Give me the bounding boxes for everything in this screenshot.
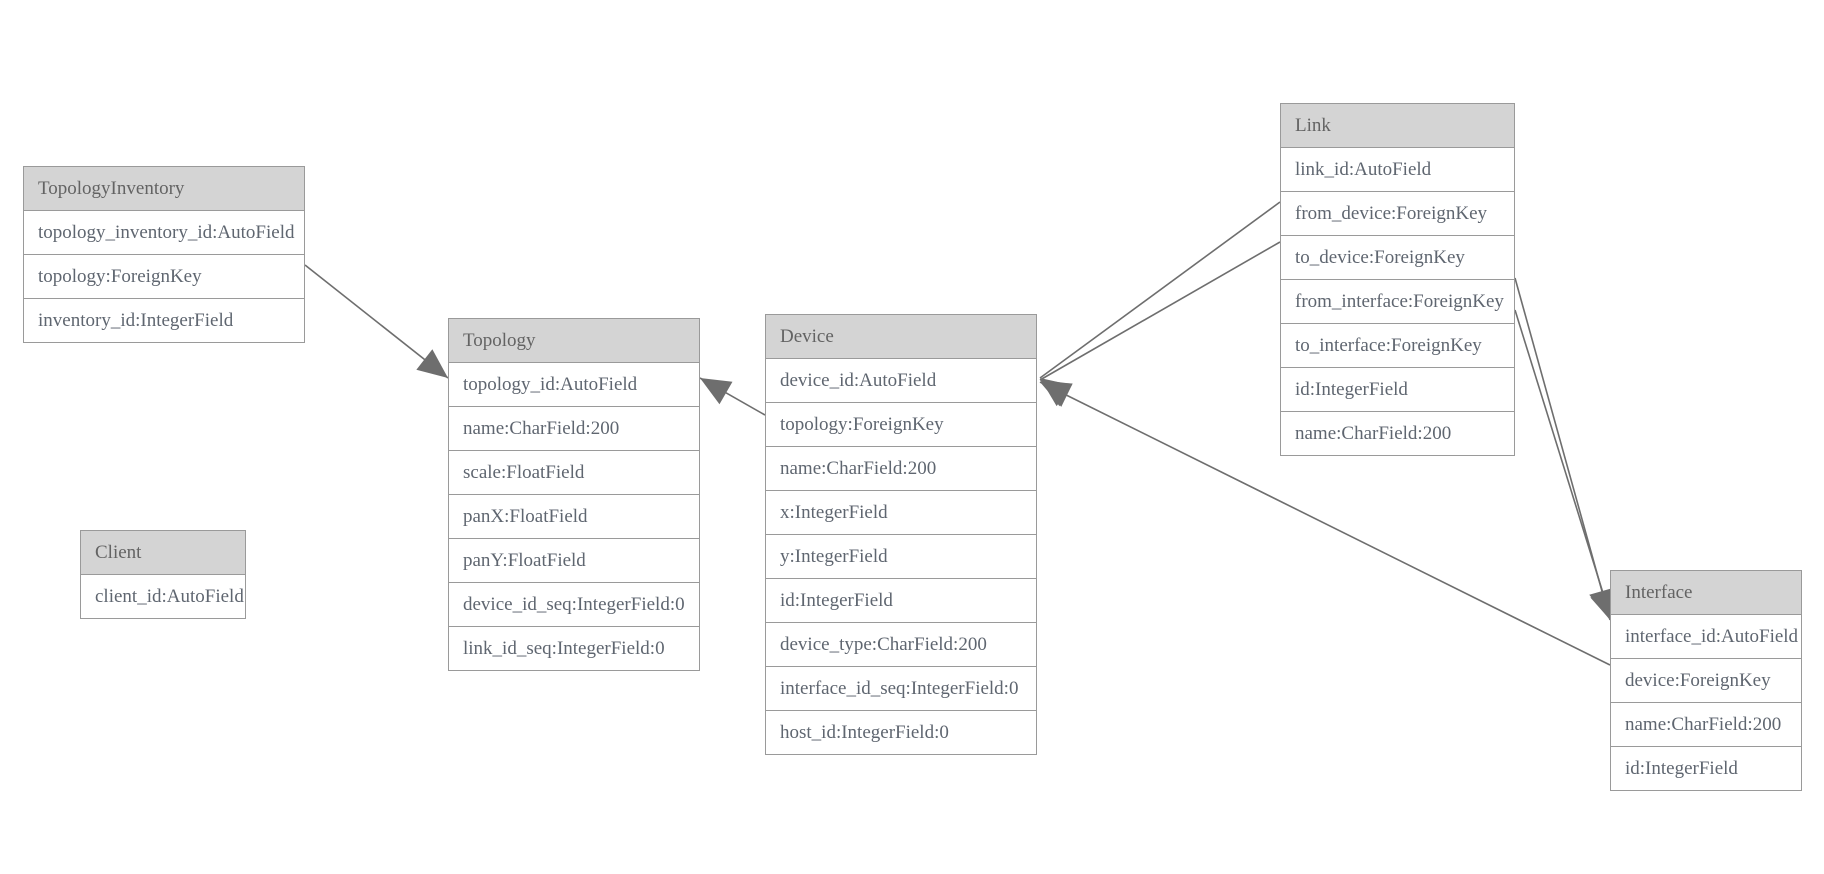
attribute-row: y:IntegerField bbox=[766, 535, 1036, 579]
attribute-row: from_device:ForeignKey bbox=[1281, 192, 1514, 236]
relationship-line-link-from-device bbox=[1039, 201, 1281, 379]
attribute-row: topology:ForeignKey bbox=[766, 403, 1036, 447]
relationship-line-device-topology bbox=[699, 377, 766, 416]
entity-title-interface: Interface bbox=[1611, 571, 1801, 615]
attribute-row: host_id:IntegerField:0 bbox=[766, 711, 1036, 754]
attribute-row: device_id_seq:IntegerField:0 bbox=[449, 583, 699, 627]
attribute-row: topology_id:AutoField bbox=[449, 363, 699, 407]
entity-title-client: Client bbox=[81, 531, 245, 575]
attribute-row: name:CharField:200 bbox=[766, 447, 1036, 491]
entity-title-link: Link bbox=[1281, 104, 1514, 148]
attribute-row: device_type:CharField:200 bbox=[766, 623, 1036, 667]
relationship-arrowhead-interface-device bbox=[1040, 382, 1073, 407]
attribute-row: client_id:AutoField bbox=[81, 575, 245, 618]
attribute-row: name:CharField:200 bbox=[449, 407, 699, 451]
relationship-line-topologyinventory-topology bbox=[304, 264, 449, 379]
attribute-row: to_interface:ForeignKey bbox=[1281, 324, 1514, 368]
attribute-row: id:IntegerField bbox=[766, 579, 1036, 623]
attribute-row: link_id_seq:IntegerField:0 bbox=[449, 627, 699, 670]
attribute-row: panX:FloatField bbox=[449, 495, 699, 539]
relationship-line-link-to-interface bbox=[1514, 309, 1613, 623]
attribute-row: interface_id:AutoField bbox=[1611, 615, 1801, 659]
entity-title-topology: Topology bbox=[449, 319, 699, 363]
attribute-row: from_interface:ForeignKey bbox=[1281, 280, 1514, 324]
attribute-row: to_device:ForeignKey bbox=[1281, 236, 1514, 280]
relationship-arrowhead-link-from-device bbox=[1040, 378, 1072, 407]
attribute-row: scale:FloatField bbox=[449, 451, 699, 495]
attribute-row: name:CharField:200 bbox=[1611, 703, 1801, 747]
attribute-row: link_id:AutoField bbox=[1281, 148, 1514, 192]
attribute-row: id:IntegerField bbox=[1281, 368, 1514, 412]
attribute-row: inventory_id:IntegerField bbox=[24, 299, 304, 342]
entity-attributes-client: client_id:AutoField bbox=[81, 575, 245, 618]
attribute-row: device_id:AutoField bbox=[766, 359, 1036, 403]
attribute-row: topology_inventory_id:AutoField bbox=[24, 211, 304, 255]
attribute-row: interface_id_seq:IntegerField:0 bbox=[766, 667, 1036, 711]
attribute-row: id:IntegerField bbox=[1611, 747, 1801, 790]
relationship-line-link-to-device bbox=[1039, 241, 1281, 381]
relationship-arrowhead-link-to-device bbox=[1040, 380, 1073, 407]
relationship-line-link-from-interface bbox=[1514, 277, 1611, 621]
attribute-row: x:IntegerField bbox=[766, 491, 1036, 535]
attribute-row: topology:ForeignKey bbox=[24, 255, 304, 299]
attribute-row: device:ForeignKey bbox=[1611, 659, 1801, 703]
attribute-row: panY:FloatField bbox=[449, 539, 699, 583]
attribute-row: name:CharField:200 bbox=[1281, 412, 1514, 455]
entity-title-device: Device bbox=[766, 315, 1036, 359]
entity-title-topology_inventory: TopologyInventory bbox=[24, 167, 304, 211]
